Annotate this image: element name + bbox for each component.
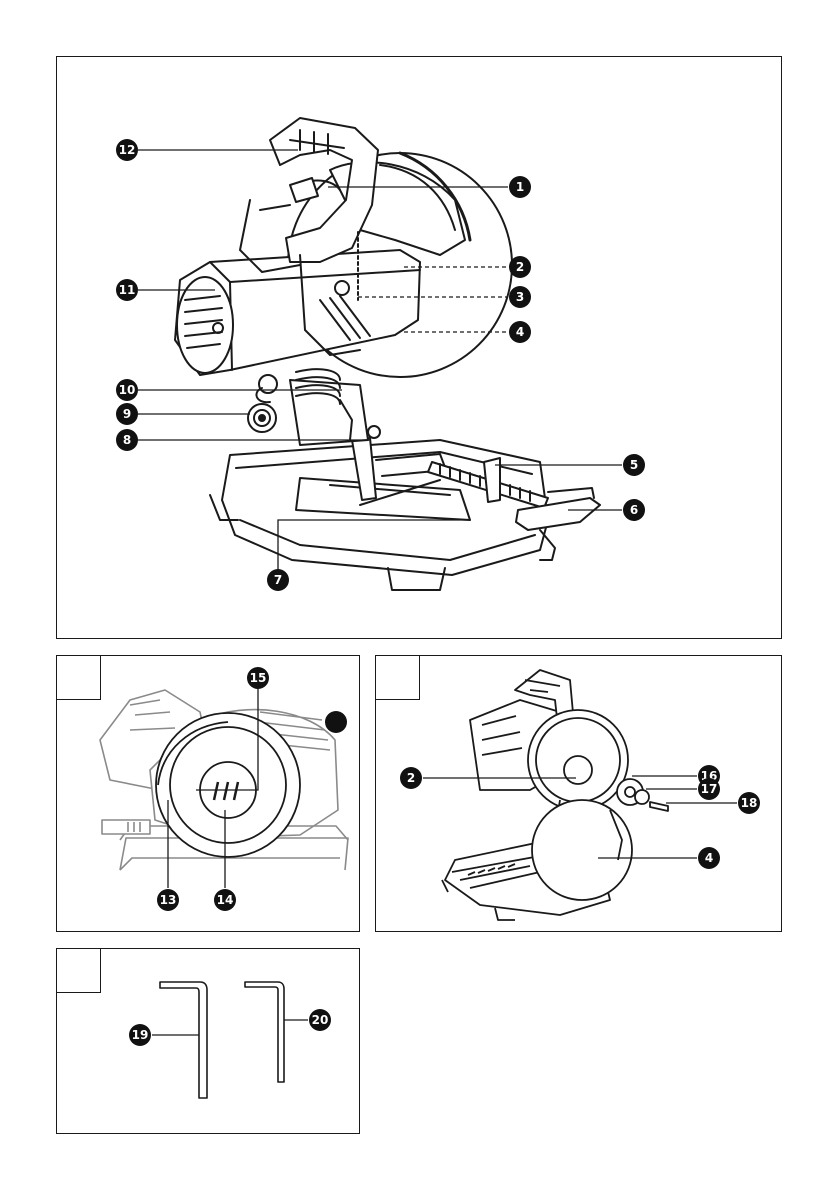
svg-text:19: 19 (132, 1028, 149, 1042)
callout-20: 20 (309, 1009, 331, 1031)
callout-19: 19 (129, 1024, 151, 1046)
hex-key-large (160, 982, 207, 1098)
svg-text:20: 20 (312, 1013, 329, 1027)
hex-key-small (245, 982, 284, 1082)
